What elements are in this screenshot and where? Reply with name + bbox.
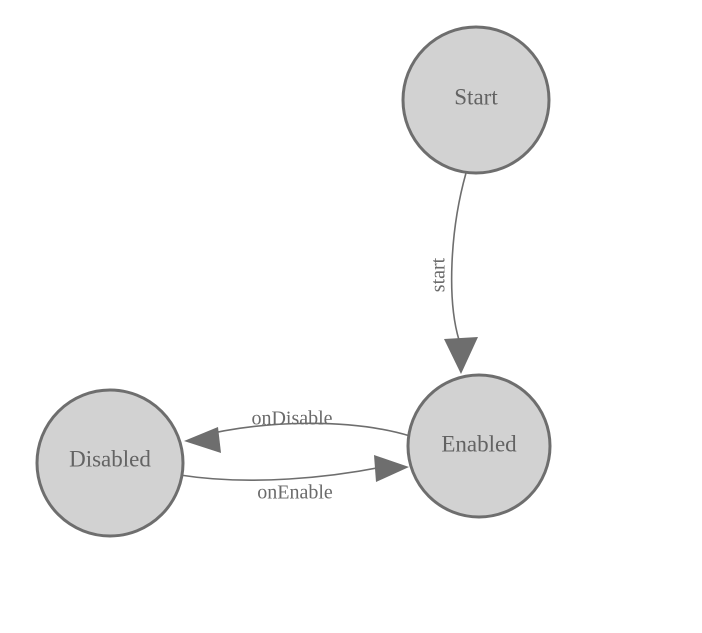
node-start-label: Start	[454, 84, 498, 109]
edge-label-onenable: onEnable	[257, 482, 333, 504]
node-enabled-label: Enabled	[441, 431, 517, 456]
edge-label-ondisable: onDisable	[251, 408, 332, 430]
node-disabled-label: Disabled	[69, 446, 151, 471]
edge-path-enabled-to-disabled	[195, 422, 411, 438]
edge-disabled-to-enabled[interactable]: onEnable	[179, 455, 409, 504]
edge-enabled-to-disabled[interactable]: onDisable	[184, 408, 411, 453]
arrowhead-down-into-enabled	[444, 337, 478, 374]
node-start[interactable]: Start	[401, 25, 551, 175]
arrowhead-right-into-enabled	[374, 455, 409, 482]
edge-start-to-enabled[interactable]: start	[428, 172, 478, 374]
node-disabled[interactable]: Disabled	[35, 388, 185, 538]
edge-path-start-to-enabled	[450, 172, 467, 341]
node-enabled-circle	[406, 373, 552, 519]
arrowhead-left-into-disabled	[184, 427, 221, 453]
node-disabled-circle	[35, 388, 185, 538]
edge-label-start: start	[428, 257, 450, 292]
node-enabled[interactable]: Enabled	[406, 373, 552, 519]
edge-path-disabled-to-enabled	[179, 464, 393, 481]
node-start-circle	[401, 25, 551, 175]
